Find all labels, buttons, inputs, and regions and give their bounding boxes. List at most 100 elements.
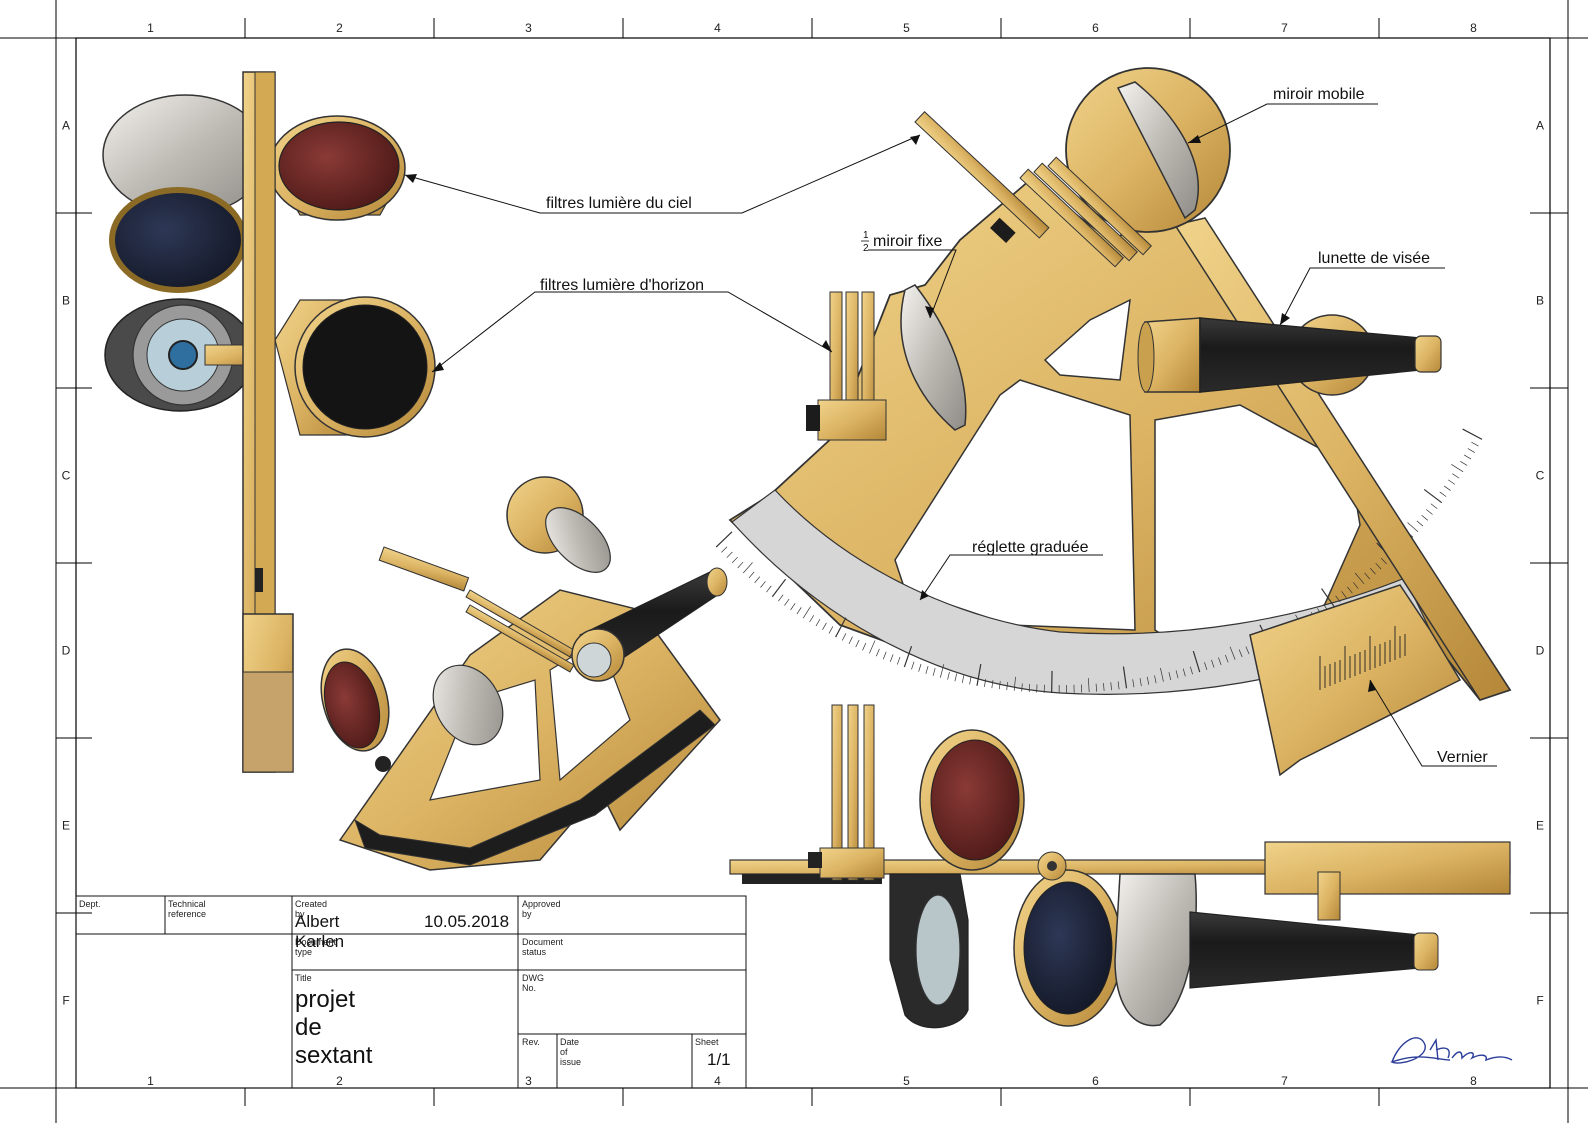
scale-tick — [955, 674, 957, 682]
scale-tick — [1452, 474, 1459, 478]
scale-tick — [766, 586, 771, 592]
scale-tick — [1431, 504, 1437, 509]
scale-tick — [842, 633, 846, 640]
row-label: F — [62, 994, 69, 1008]
column-label: 5 — [903, 21, 910, 35]
column-label: 2 — [336, 1074, 343, 1088]
column-label: 8 — [1470, 21, 1477, 35]
scale-tick — [1417, 521, 1423, 526]
title-block-grid — [76, 896, 746, 1088]
scale-tick — [869, 641, 875, 654]
drawing-title: projet de sextant — [295, 986, 372, 1070]
column-label: 7 — [1281, 1074, 1288, 1088]
scale-tick — [1464, 455, 1471, 459]
row-label: A — [62, 119, 70, 133]
scale-tick — [803, 606, 811, 618]
horizon-filter-left — [105, 299, 265, 411]
scale-tick — [926, 666, 928, 674]
rev-label: Rev. — [522, 1037, 540, 1047]
title-label: Title — [295, 973, 312, 983]
row-label: B — [62, 294, 70, 308]
scale-tick — [970, 677, 972, 685]
scale-tick — [784, 599, 789, 606]
column-label: 4 — [714, 21, 721, 35]
scale-tick — [721, 547, 727, 553]
scale-tick — [1468, 449, 1475, 453]
dept-label: Dept. — [79, 899, 101, 909]
scale-tick — [911, 662, 913, 670]
row-label: E — [1536, 819, 1544, 833]
scale-tick — [1448, 480, 1455, 485]
scale-tick — [962, 675, 964, 683]
tech-ref-label: Technical reference — [168, 899, 206, 919]
miroir-fixe-text: miroir fixe — [873, 233, 942, 250]
scale-tick — [749, 572, 754, 578]
row-label: E — [62, 819, 70, 833]
signature — [1392, 1038, 1512, 1063]
label-miroir-mobile: miroir mobile — [1273, 86, 1365, 103]
column-label: 3 — [525, 21, 532, 35]
scale-tick — [849, 637, 853, 644]
scale-tick — [1463, 429, 1482, 439]
label-lunette: lunette de visée — [1318, 250, 1430, 267]
label-filtres-ciel: filtres lumière du ciel — [546, 195, 692, 212]
scale-tick — [755, 577, 760, 583]
isometric-view — [311, 477, 727, 870]
column-label: 7 — [1281, 21, 1288, 35]
row-label: B — [1536, 294, 1544, 308]
date-of-issue-label: Date of issue — [560, 1037, 581, 1067]
scale-tick — [822, 623, 826, 630]
column-label: 2 — [336, 21, 343, 35]
scale-tick — [743, 563, 752, 573]
row-label: D — [1536, 644, 1545, 658]
column-label: 1 — [147, 21, 154, 35]
sheet-value: 1/1 — [707, 1050, 731, 1070]
side-view-left — [103, 72, 435, 772]
scale-tick — [876, 649, 879, 656]
sky-filter-blue — [112, 190, 244, 290]
label-reglette: réglette graduée — [972, 539, 1089, 556]
scale-tick — [797, 607, 801, 614]
horizon-filter-right — [275, 297, 435, 437]
column-label: 4 — [714, 1074, 721, 1088]
scale-tick — [1408, 522, 1418, 531]
scale-tick — [890, 654, 893, 661]
telescope — [1138, 315, 1441, 395]
bottom-view — [730, 705, 1510, 1028]
scale-tick — [948, 672, 950, 680]
scale-tick — [919, 664, 921, 672]
column-label: 5 — [903, 1074, 910, 1088]
scale-tick — [732, 557, 737, 563]
column-label: 8 — [1470, 1074, 1477, 1088]
scale-tick — [1424, 489, 1442, 502]
front-view — [716, 68, 1510, 775]
sky-filter-red-right — [269, 116, 405, 220]
scale-tick — [1471, 442, 1478, 446]
scale-tick — [760, 581, 765, 587]
fraction-numerator: 1 — [863, 230, 869, 241]
scale-tick — [772, 579, 785, 597]
sheet-label: Sheet — [695, 1037, 719, 1047]
row-label: C — [62, 469, 71, 483]
scale-tick — [1460, 461, 1467, 465]
scale-tick — [897, 657, 900, 665]
scale-tick — [727, 552, 733, 558]
fraction-denominator: 2 — [863, 243, 869, 254]
label-filtres-horizon: filtres lumière d'horizon — [540, 277, 704, 294]
scale-tick — [1444, 486, 1451, 491]
scale-tick — [856, 640, 859, 647]
scale-tick — [716, 532, 732, 547]
doc-type-label: Document type — [295, 937, 336, 957]
dwg-no-label: DWG No. — [522, 973, 544, 993]
scale-tick — [810, 615, 814, 622]
column-label: 6 — [1092, 21, 1099, 35]
horizon-filter-stack — [806, 292, 886, 440]
scale-tick — [1440, 492, 1446, 497]
scale-tick — [1451, 464, 1463, 472]
scale-tick — [933, 668, 935, 676]
scale-tick — [791, 603, 796, 610]
row-label: A — [1536, 119, 1544, 133]
row-label: F — [1536, 994, 1543, 1008]
